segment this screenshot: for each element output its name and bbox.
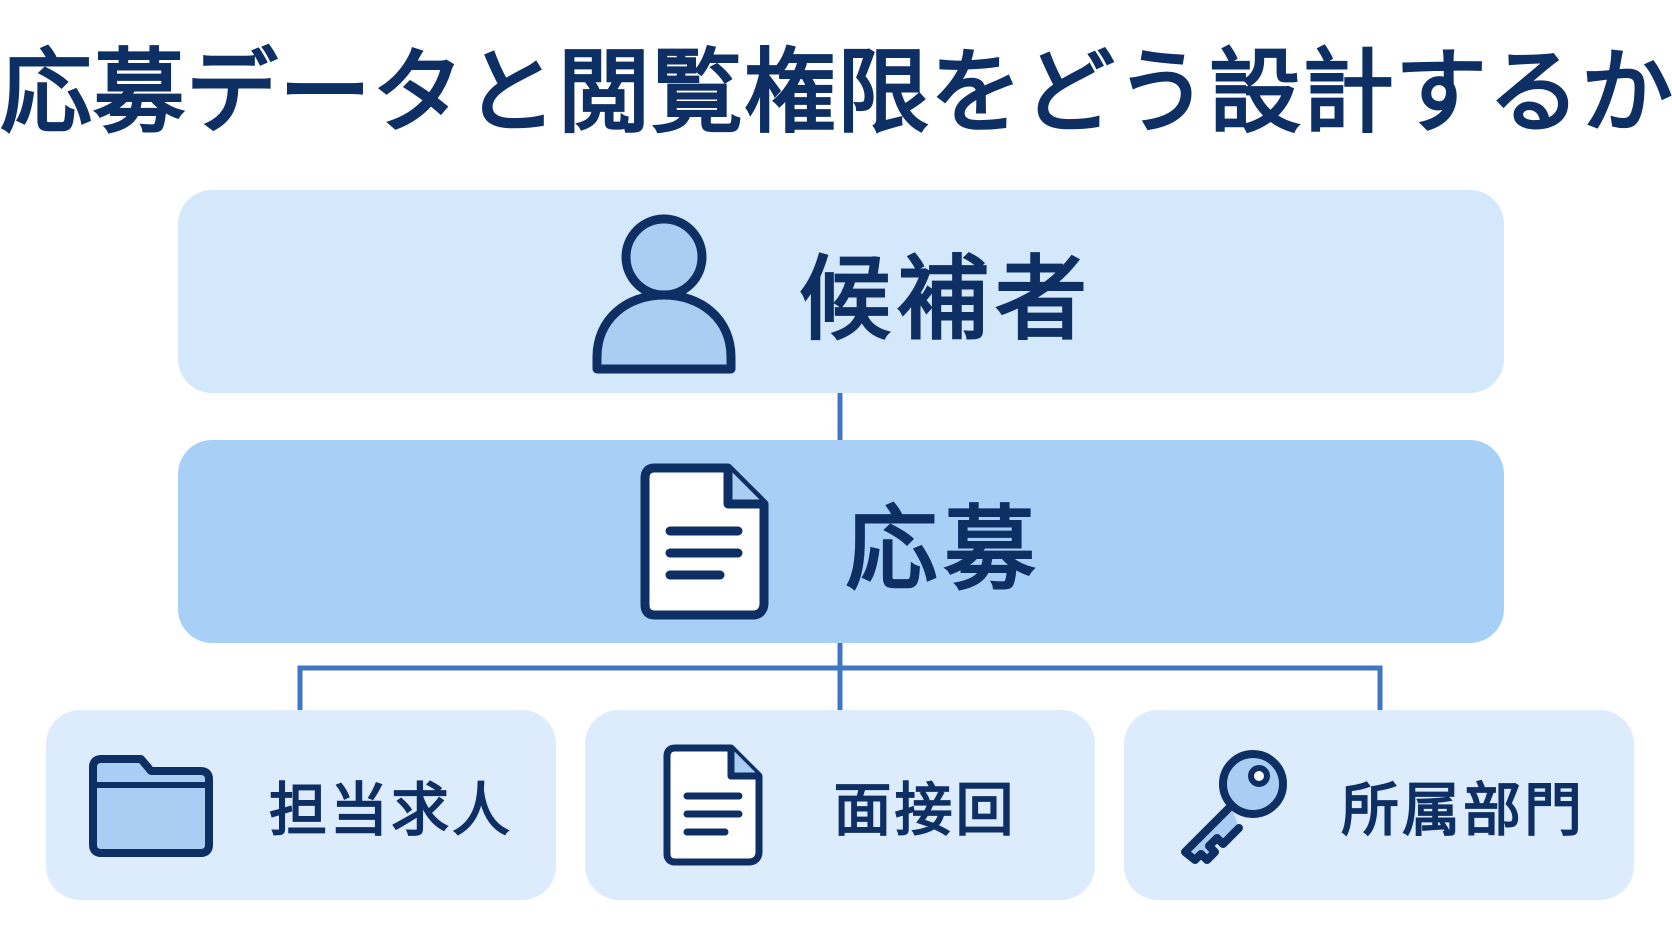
interview-round-node: 面接回	[585, 710, 1095, 900]
assigned-job-label: 担当求人	[268, 776, 513, 844]
interview-round-label: 面接回	[833, 776, 1017, 844]
document-icon	[663, 744, 763, 866]
person-icon	[592, 214, 736, 373]
application-label: 応募	[845, 496, 1042, 603]
document-icon	[640, 463, 769, 619]
assigned-job-node: 担当求人	[46, 710, 556, 900]
key-icon	[1180, 750, 1287, 864]
folder-icon	[88, 754, 213, 857]
application-node: 応募	[178, 440, 1504, 643]
page-title: 応募データと閲覧権限をどう設計するか	[0, 39, 1672, 146]
department-label: 所属部門	[1340, 776, 1585, 844]
department-node: 所属部門	[1124, 710, 1634, 900]
candidate-label: 候補者	[798, 246, 1093, 353]
candidate-node: 候補者	[178, 190, 1504, 393]
connector-branch	[297, 665, 1383, 710]
